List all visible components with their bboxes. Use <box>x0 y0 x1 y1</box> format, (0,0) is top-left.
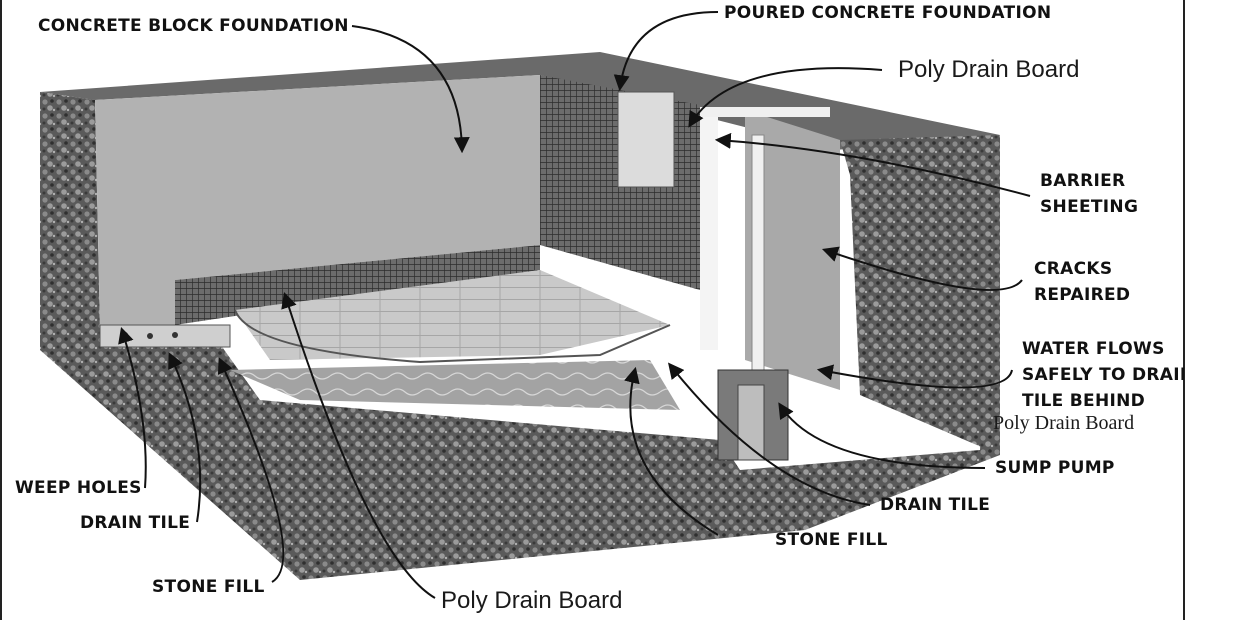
label-water-line-3: TILE BEHIND <box>1022 391 1146 411</box>
label-barrier-sheeting: BARRIER SHEETING <box>1040 168 1138 220</box>
label-poly-drain-board-bottom: Poly Drain Board <box>441 587 623 614</box>
label-barrier-line-2: SHEETING <box>1040 197 1139 217</box>
leader-sump <box>778 402 986 469</box>
label-water-line-2: SAFELY TO DRAIN <box>1022 365 1184 385</box>
leader-weep <box>118 326 147 489</box>
label-stone-fill-center: STONE FILL <box>775 530 888 550</box>
label-drain-tile-left: DRAIN TILE <box>80 513 191 533</box>
frame-right-border <box>1183 0 1185 620</box>
floor-slab <box>235 270 670 360</box>
leader-drain-left <box>168 352 202 523</box>
label-cracks-line-2: REPAIRED <box>1034 285 1131 305</box>
leader-water-flows <box>816 364 1013 389</box>
leader-poly-top <box>688 67 883 128</box>
leader-stone-left <box>217 357 285 583</box>
poured-concrete-wall <box>745 110 840 390</box>
leader-stone-center <box>624 366 719 536</box>
frame-left-border <box>0 0 2 620</box>
label-sump-pump: SUMP PUMP <box>995 458 1115 478</box>
water-layer <box>230 360 680 410</box>
label-poly-drain-board-right: Poly Drain Board <box>993 412 1135 434</box>
leader-lines <box>118 11 1031 599</box>
block-wall-mesh-bottom <box>175 245 540 325</box>
label-cracks-repaired: CRACKS REPAIRED <box>1034 256 1130 308</box>
leader-concrete-block <box>351 25 470 154</box>
label-water-line-1: WATER FLOWS <box>1022 339 1165 359</box>
label-poured-concrete-foundation: POURED CONCRETE FOUNDATION <box>724 3 1052 23</box>
foundation-block <box>40 52 1000 580</box>
leader-cracks <box>821 246 1023 291</box>
label-drain-tile-right: DRAIN TILE <box>880 495 991 515</box>
leader-drain-right <box>668 362 871 506</box>
window-well <box>617 91 675 188</box>
leader-poured-concrete <box>613 11 719 92</box>
leader-poly-bottom <box>281 291 436 599</box>
concrete-block-wall <box>95 75 540 325</box>
label-weep-holes: WEEP HOLES <box>15 478 142 498</box>
weep-ledge <box>99 324 231 348</box>
label-water-flows: WATER FLOWS SAFELY TO DRAIN TILE BEHIND <box>1022 336 1184 414</box>
label-stone-fill-left: STONE FILL <box>152 577 265 597</box>
leader-barrier <box>714 132 1031 197</box>
label-barrier-line-1: BARRIER <box>1040 171 1126 191</box>
label-cracks-line-1: CRACKS <box>1034 259 1113 279</box>
label-concrete-block-foundation: CONCRETE BLOCK FOUNDATION <box>38 16 349 36</box>
label-poly-drain-board-top: Poly Drain Board <box>898 56 1080 83</box>
soil-right-face <box>840 135 1000 455</box>
soil-left-face <box>40 92 1000 580</box>
poly-board-strip <box>700 110 718 350</box>
